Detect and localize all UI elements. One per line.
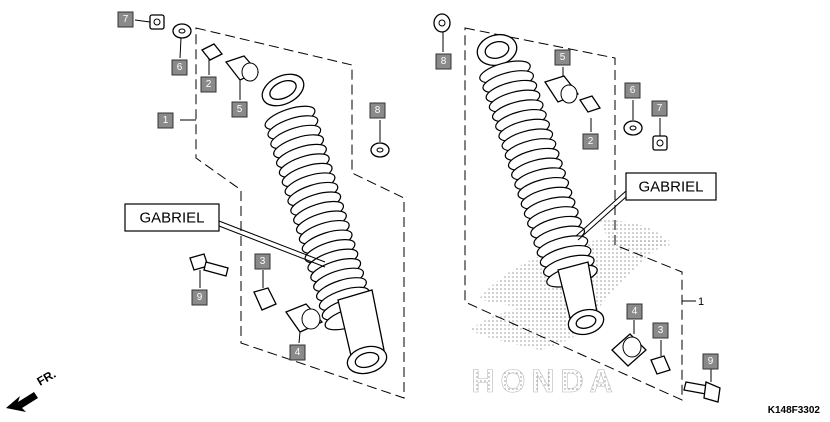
right-shock-absorber: [476, 33, 605, 336]
svg-text:2: 2: [588, 136, 594, 147]
right-washer-8: [433, 13, 451, 33]
left-nut-7: [149, 14, 165, 30]
svg-text:1: 1: [163, 115, 169, 126]
right-collar-3: [650, 355, 671, 375]
svg-text:2: 2: [206, 79, 212, 90]
diagram-code: K148F3302: [768, 405, 821, 416]
right-bolt-9: [683, 381, 721, 403]
svg-text:5: 5: [560, 52, 566, 63]
svg-text:GABRIEL: GABRIEL: [139, 210, 204, 227]
left-callout-6: 6: [171, 59, 188, 76]
right-callout-8: 8: [435, 53, 452, 70]
left-washer-8: [370, 142, 390, 158]
arrow-fr-icon: FR.: [6, 367, 58, 412]
svg-text:7: 7: [123, 14, 129, 25]
left-shock-absorber: [261, 73, 388, 375]
svg-text:GABRIEL: GABRIEL: [638, 179, 703, 196]
left-callout-3: 3: [254, 253, 271, 270]
right-callout-7: 7: [651, 100, 668, 117]
right-callout-9: 9: [702, 353, 719, 370]
right-coil-spring: [479, 60, 598, 288]
right-bush-5: [543, 75, 580, 104]
svg-text:9: 9: [708, 356, 714, 367]
assembly-ref-label: 1: [698, 296, 704, 308]
left-callout-1: 1: [157, 112, 174, 129]
right-callout-6: 6: [624, 82, 641, 99]
left-collar-2: [200, 43, 224, 61]
left-brand-label: GABRIEL: [124, 203, 220, 232]
left-bush-5: [224, 55, 260, 82]
svg-text:9: 9: [197, 292, 203, 303]
left-callout-7: 7: [117, 11, 134, 28]
right-assembly-boundary: [464, 27, 683, 401]
svg-text:3: 3: [658, 325, 664, 336]
svg-text:8: 8: [441, 56, 447, 67]
left-callout-4: 4: [289, 344, 306, 361]
svg-text:5: 5: [237, 104, 243, 115]
right-callout-2: 2: [582, 133, 599, 150]
left-callout-5: 5: [231, 101, 248, 118]
right-brand-label: GABRIEL: [625, 172, 717, 201]
right-nut-7: [652, 135, 668, 151]
right-assembly: 1: [433, 13, 721, 403]
svg-text:3: 3: [260, 256, 266, 267]
left-callout-2: 2: [200, 76, 217, 93]
left-assembly: GABRIEL 7 6 2 5 1 8 3 9 4: [117, 11, 405, 399]
watermark-text: HONDA: [471, 363, 618, 399]
right-callout-5: 5: [554, 49, 571, 66]
left-coil-spring: [264, 105, 376, 331]
svg-text:4: 4: [295, 347, 301, 358]
right-callout-4: 4: [626, 303, 643, 320]
svg-text:7: 7: [657, 103, 663, 114]
right-collar-2: [578, 95, 602, 113]
direction-label: FR.: [35, 367, 59, 389]
left-bolt-9: [189, 253, 229, 277]
right-washer-6: [623, 120, 643, 136]
right-bush-4: [611, 333, 647, 367]
svg-text:6: 6: [177, 62, 183, 73]
svg-text:8: 8: [375, 105, 381, 116]
left-washer-6: [172, 23, 192, 39]
svg-text:4: 4: [632, 306, 638, 317]
svg-text:6: 6: [630, 85, 636, 96]
left-bush-4: [284, 303, 324, 333]
left-collar-3: [253, 287, 277, 311]
left-callout-8: 8: [369, 102, 386, 119]
left-assembly-boundary: [195, 27, 405, 399]
right-callout-3: 3: [652, 322, 669, 339]
left-callout-9: 9: [191, 289, 208, 306]
